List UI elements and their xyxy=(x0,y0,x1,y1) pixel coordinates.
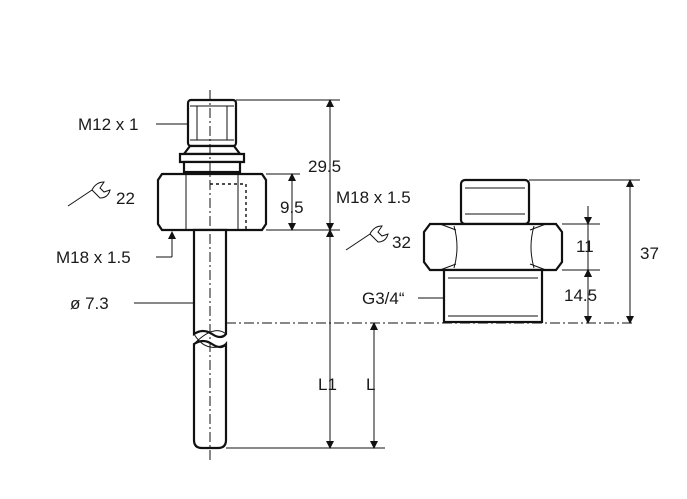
connector-thread-label: M12 x 1 xyxy=(78,115,138,134)
adapter-wrench-callout: 32 xyxy=(345,225,411,252)
connector-thread-callout: M12 x 1 xyxy=(78,115,188,134)
wrench-size-label: 22 xyxy=(116,189,135,208)
dimension-l-label: L xyxy=(366,375,375,394)
dimension-14-5-label: 14.5 xyxy=(564,286,597,305)
dimension-29-5: 29.5 xyxy=(308,99,341,231)
dimension-37-label: 37 xyxy=(640,244,659,263)
dimension-9-5: 9.5 xyxy=(280,173,304,231)
probe-diameter-label: ø 7.3 xyxy=(70,294,109,313)
sensor-hex-nut xyxy=(156,172,268,232)
sensor-probe xyxy=(192,228,228,450)
sensor-thread-callout: M18 x 1.5 xyxy=(56,231,176,267)
probe-diameter-callout: ø 7.3 xyxy=(70,294,194,313)
m12-connector xyxy=(178,98,246,174)
dimension-29-5-label: 29.5 xyxy=(308,157,341,176)
dimension-l1-label: L1 xyxy=(318,375,337,394)
dimension-11: 11 xyxy=(576,206,594,288)
dimension-9-5-label: 9.5 xyxy=(280,198,304,217)
sensor-wrench-callout: 22 xyxy=(67,181,135,208)
sensor-thread-label: M18 x 1.5 xyxy=(56,248,131,267)
dimension-l1: L1 xyxy=(318,229,337,449)
adapter-inner-thread-callout: M18 x 1.5 xyxy=(336,188,411,207)
dimension-l: L xyxy=(366,322,378,449)
adapter-body xyxy=(422,178,564,324)
adapter-outer-thread-label: G3/4“ xyxy=(362,289,405,308)
adapter-outer-thread-callout: G3/4“ xyxy=(362,289,444,308)
dimension-37: 37 xyxy=(626,179,659,324)
adapter-inner-thread-label: M18 x 1.5 xyxy=(336,188,411,207)
dimension-11-label: 11 xyxy=(576,237,594,256)
wrench-icon xyxy=(345,225,389,251)
sensor-body xyxy=(156,90,268,460)
adapter-wrench-size-label: 32 xyxy=(392,233,411,252)
wrench-icon xyxy=(67,181,111,207)
dimension-14-5: 14.5 xyxy=(564,269,597,324)
